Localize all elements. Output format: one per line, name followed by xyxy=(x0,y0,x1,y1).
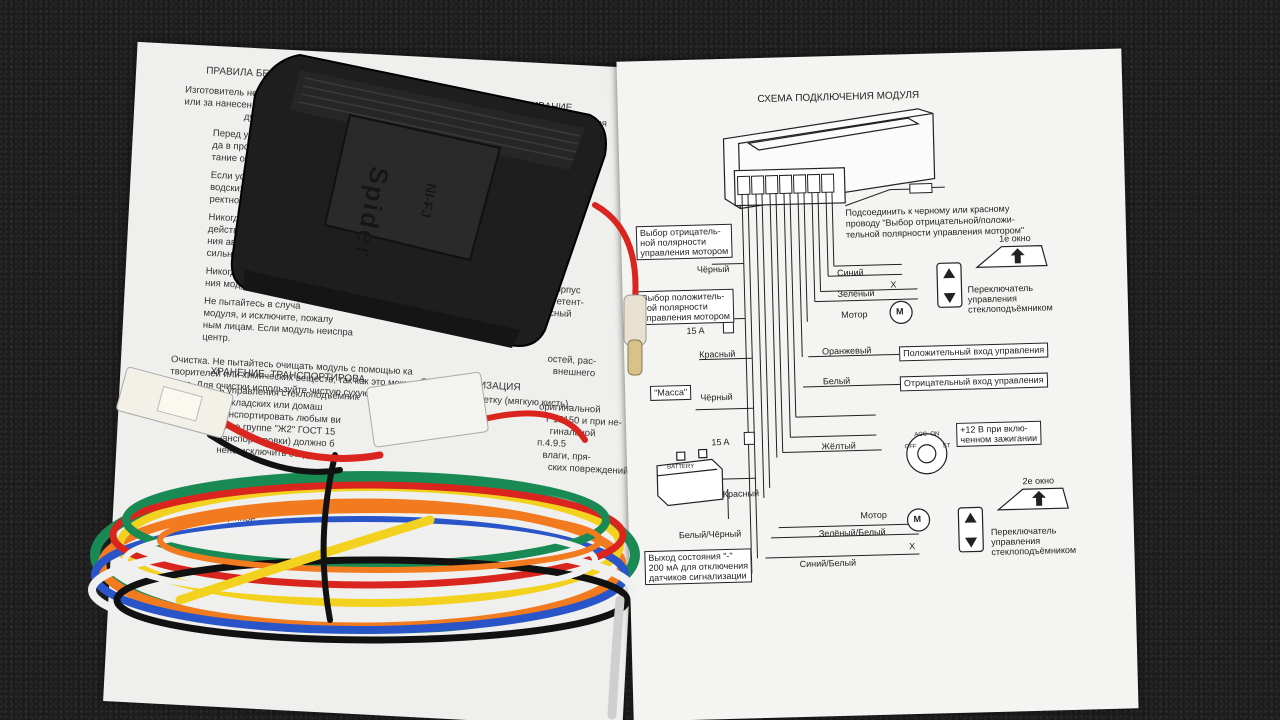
clear-tube xyxy=(607,595,625,720)
connector-left xyxy=(116,366,234,439)
wire-loop-red xyxy=(109,481,627,589)
wire-to-connector-black xyxy=(207,432,343,475)
wire-loop-black xyxy=(113,556,631,644)
wire-loop-white-2 xyxy=(122,522,598,598)
wire-strand-yellow xyxy=(175,515,435,605)
wire-red-module xyxy=(592,202,639,303)
zip-tie xyxy=(320,452,338,623)
manual-right-page: СХЕМА ПОДКЛЮЧЕНИЯ МОДУЛЯ Подсоединить к … xyxy=(616,48,1139,720)
relay-module xyxy=(230,53,607,348)
wire-loop-orange-2 xyxy=(157,507,603,573)
wire-loop-green-2 xyxy=(122,471,610,569)
connector-right xyxy=(366,371,489,448)
wire-to-connector-red xyxy=(216,416,384,462)
wiring-diagram xyxy=(656,108,1070,574)
wire-red-right xyxy=(477,410,588,443)
bullet-connector xyxy=(623,294,647,376)
